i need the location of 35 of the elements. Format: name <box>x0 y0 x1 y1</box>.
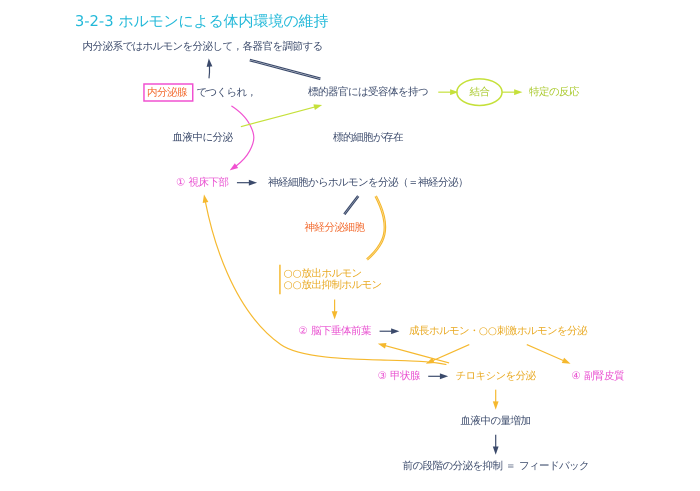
node-text: 血液中の量増加 <box>460 415 530 428</box>
node-text: 特定の反応 <box>528 86 579 98</box>
node-text: 神経細胞からホルモンを分泌（＝神経分泌） <box>267 176 468 188</box>
node-label: でつくられ， <box>196 86 256 98</box>
connector <box>248 58 320 80</box>
node-text: 血液中に分泌 <box>172 131 232 144</box>
connector <box>342 195 359 216</box>
node-text: 内分泌系ではホルモンを分泌して，各器官を調節する <box>82 40 322 52</box>
arrow <box>331 300 338 320</box>
arrow <box>438 89 458 96</box>
node-text: ④ 副腎皮質 <box>570 370 624 382</box>
arrow <box>492 390 498 410</box>
node-text: ○○放出ホルモン ○○放出抑制ホルモン <box>283 268 382 291</box>
arrow <box>206 58 212 78</box>
node-box: 内分泌腺 <box>142 83 193 102</box>
node-text: ③ 甲状腺 <box>377 370 420 382</box>
connector <box>366 195 386 261</box>
label: 標的細胞が存在 <box>332 131 402 144</box>
node-text: チロキシンを分泌 <box>455 370 536 382</box>
arrow <box>229 105 254 170</box>
node-text: 成長ホルモン・○○刺激ホルモンを分泌 <box>408 324 586 337</box>
arrow <box>502 89 522 96</box>
arrow <box>526 344 570 364</box>
arrow <box>428 373 448 380</box>
node-text: 前の段階の分泌を抑制 ＝ フィードバック <box>402 460 588 472</box>
node-text: 神経分泌細胞 <box>304 222 364 234</box>
node-text: 標的器官には受容体を持つ <box>307 86 428 98</box>
arrow <box>240 104 322 128</box>
arrow <box>236 180 257 186</box>
arrow <box>379 328 399 334</box>
arrow <box>492 434 498 455</box>
node-text: ① 視床下部 <box>176 176 228 188</box>
node-ellipse: 結合 <box>456 78 502 106</box>
diagram-title: 3-2-3 ホルモンによる体内環境の維持 <box>74 13 328 30</box>
node-text: ② 脳下垂体前葉 <box>298 324 370 337</box>
